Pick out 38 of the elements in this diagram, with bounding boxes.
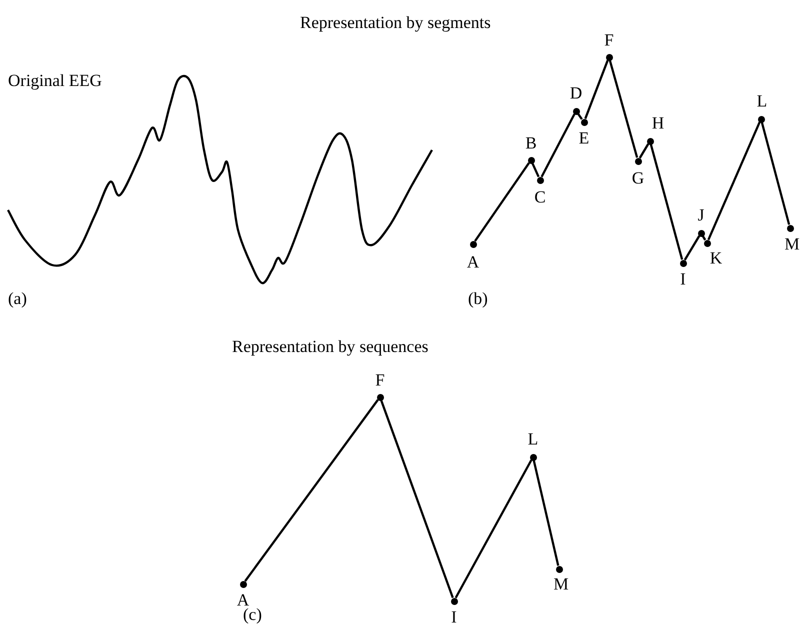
point-label: F xyxy=(375,372,385,388)
line-segment xyxy=(608,60,638,158)
line-segment xyxy=(474,162,530,242)
point-label: M xyxy=(553,576,569,592)
panel-title: Representation by segments xyxy=(300,14,491,31)
line-segment xyxy=(650,144,684,260)
point-label: I xyxy=(680,270,686,288)
line-segment xyxy=(760,122,790,225)
line-segment xyxy=(684,235,700,261)
point-label: G xyxy=(632,170,644,186)
line-segment xyxy=(454,460,532,598)
line-segment xyxy=(244,399,379,582)
point-label: E xyxy=(578,130,590,146)
point-label: M xyxy=(784,236,800,252)
panel-title: Original EEG xyxy=(8,72,102,89)
point-label: F xyxy=(604,32,614,48)
point-label: H xyxy=(652,114,664,132)
panel-letter: (c) xyxy=(243,606,262,623)
point-label: B xyxy=(525,134,537,152)
point-label: L xyxy=(756,92,768,110)
point-label: C xyxy=(534,188,546,206)
point-label: A xyxy=(466,254,480,270)
line-segment xyxy=(584,60,609,120)
panel-letter: (a) xyxy=(8,290,27,307)
line-segment xyxy=(707,122,761,240)
point-label: I xyxy=(451,608,457,626)
point-label: J xyxy=(698,206,704,224)
panel-letter: (b) xyxy=(468,290,488,307)
line-segment xyxy=(531,162,540,178)
point-label: A xyxy=(236,592,250,608)
point-label: L xyxy=(528,430,538,448)
line-segment xyxy=(540,114,576,178)
line-segment xyxy=(380,400,454,598)
point-label: D xyxy=(570,84,582,102)
panel-title: Representation by sequences xyxy=(232,338,428,355)
point-label: K xyxy=(710,250,722,266)
line-segment xyxy=(532,460,560,566)
line-segment xyxy=(638,143,650,159)
